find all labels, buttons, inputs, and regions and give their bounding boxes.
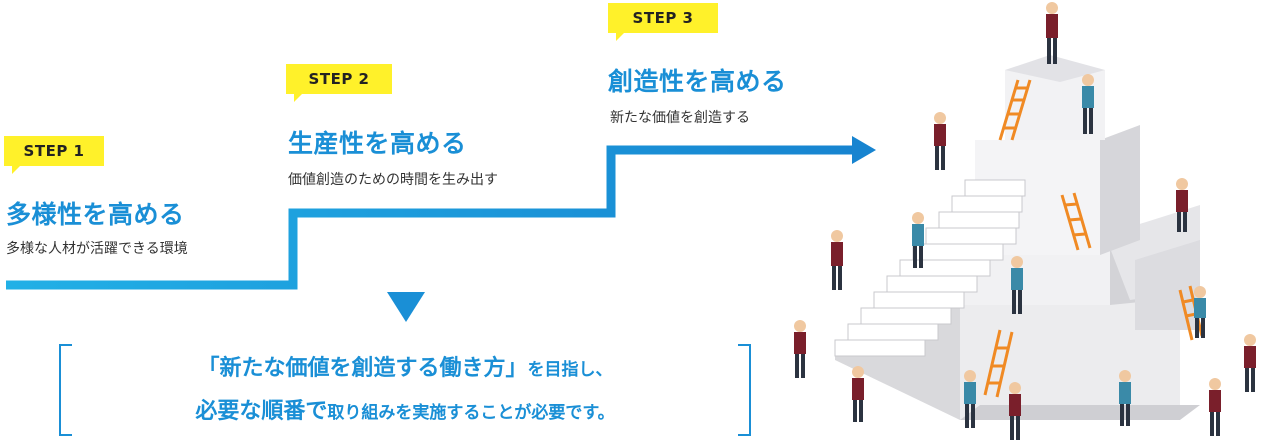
step-2-subtitle: 価値創造のための時間を生み出す: [288, 172, 498, 188]
message-line-1-rest: を目指し、: [527, 360, 613, 380]
message-line-2-rest: 取り組みを実施することが必要です。: [327, 403, 615, 423]
step-3-badge: STEP 3: [608, 3, 718, 41]
step-2-title: 生産性を高める: [288, 129, 467, 158]
left-bracket: [59, 344, 72, 436]
person-figure: [1119, 370, 1131, 426]
person-figure: [964, 370, 976, 428]
step-1-badge: STEP 1: [4, 136, 104, 174]
person-figure: [852, 366, 864, 422]
person-figure: [1176, 178, 1188, 232]
message-line-1-emphasis: 「新たな価値を創造する働き方」: [197, 356, 528, 381]
step-2-badge: STEP 2: [286, 64, 392, 102]
person-figure: [934, 112, 946, 170]
message-line-2-emphasis: 必要な順番で: [195, 399, 328, 424]
staircase-illustration: [834, 55, 1204, 420]
right-bracket: [738, 344, 751, 436]
people-figures: [794, 2, 1256, 440]
message-line-1: 「新たな価値を創造する働き方」を目指し、: [60, 350, 750, 382]
arrow-head-icon: [852, 136, 876, 164]
step-3-title: 創造性を高める: [608, 67, 787, 96]
person-figure: [912, 212, 924, 268]
person-figure: [1194, 286, 1206, 338]
person-figure: [1046, 2, 1058, 64]
step-1-subtitle: 多様な人材が活躍できる環境: [6, 241, 188, 257]
person-figure: [794, 320, 806, 378]
message-line-2: 必要な順番で取り組みを実施することが必要です。: [60, 393, 750, 425]
down-triangle-icon: [387, 292, 425, 322]
person-figure: [831, 230, 843, 290]
person-figure: [1244, 334, 1256, 392]
step-3-subtitle: 新たな価値を創造する: [610, 110, 750, 126]
person-figure: [1082, 74, 1094, 134]
step-1-title: 多様性を高める: [6, 200, 185, 229]
person-figure: [1009, 382, 1021, 440]
step-progress-line: [6, 145, 856, 290]
person-figure: [1011, 256, 1023, 314]
person-figure: [1209, 378, 1221, 436]
